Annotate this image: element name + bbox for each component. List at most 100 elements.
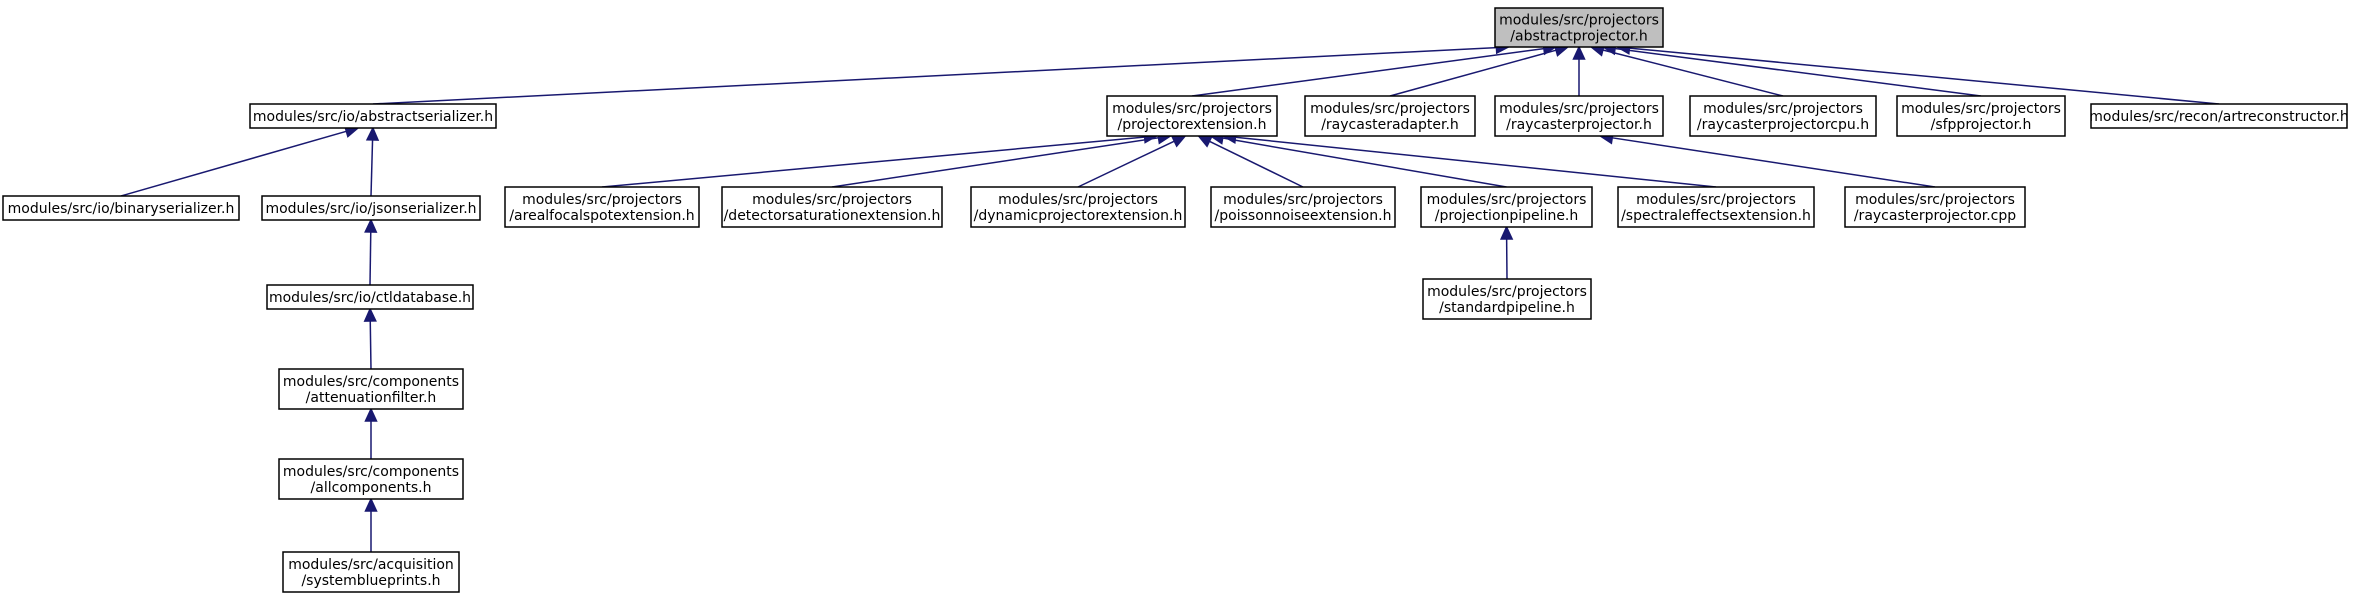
node-box [1494,95,1664,137]
arrowhead-icon [364,407,378,422]
edge-ctldatabase-to-jsonserializer [364,218,378,286]
node-dynamicprojector[interactable]: modules/src/projectors/dynamicprojectore… [970,186,1186,228]
node-abstractprojector: modules/src/projectors/abstractprojector… [1494,7,1664,48]
node-label-line: modules/src/projectors [1703,101,1863,117]
edges-layer [120,40,2220,552]
node-projectorextension[interactable]: modules/src/projectors/projectorextensio… [1106,95,1278,137]
node-label-line: /spectraleffectsextension.h [1621,208,1811,224]
node-spectraleffects[interactable]: modules/src/projectors/spectraleffectsex… [1617,186,1815,228]
arrowhead-icon [364,497,378,512]
edge-dynamicprojector-to-projectorextension [1077,135,1187,188]
node-box [1844,186,2026,228]
node-box [278,458,464,500]
node-binaryserializer[interactable]: modules/src/io/binaryserializer.h [2,195,240,221]
node-box [504,186,700,228]
node-label-line: /projectionpipeline.h [1435,208,1579,224]
node-box [1420,186,1593,228]
node-projectionpipeline[interactable]: modules/src/projectors/projectionpipelin… [1420,186,1593,228]
node-systemblueprints[interactable]: modules/src/acquisition/systemblueprints… [282,551,460,593]
node-box [970,186,1186,228]
node-label-line: modules/src/recon/artreconstructor.h [2089,109,2349,125]
node-box [249,103,497,129]
edge-attenuationfilter-to-ctldatabase [363,307,377,370]
node-ctldatabase[interactable]: modules/src/io/ctldatabase.h [266,284,474,310]
node-arealfocalspot[interactable]: modules/src/projectors/arealfocalspotext… [504,186,700,228]
edge-arealfocalspot-to-projectorextension [601,130,1159,188]
node-box [1422,278,1592,320]
node-allcomponents[interactable]: modules/src/components/allcomponents.h [278,458,464,500]
node-label-line: /raycasterprojector.cpp [1854,208,2016,224]
node-box [261,195,481,221]
node-box [278,368,464,410]
node-label-line: modules/src/projectors [522,192,682,208]
node-label-line: modules/src/projectors [1112,101,1272,117]
edge-raycasterprojectorcpu-to-abstractprojector [1589,43,1784,97]
node-label-line: modules/src/io/jsonserializer.h [265,201,476,217]
node-box [2090,103,2348,129]
node-label-line: /poissonnoiseextension.h [1215,208,1392,224]
node-detectorsaturation[interactable]: modules/src/projectors/detectorsaturatio… [721,186,943,228]
edge-raycasteradapter-to-abstractprojector [1389,43,1570,97]
node-box [282,551,460,593]
node-attenuationfilter[interactable]: modules/src/components/attenuationfilter… [278,368,464,410]
node-label-line: /standardpipeline.h [1439,300,1575,316]
node-abstractserializer[interactable]: modules/src/io/abstractserializer.h [249,103,497,129]
edge-jsonserializer-to-abstractserializer [365,126,380,197]
edge-binaryserializer-to-abstractserializer [120,125,360,197]
arrowhead-icon [1170,135,1187,148]
node-label-line: /dynamicprojectorextension.h [974,208,1183,224]
edge-raycasterprojector-cpp-to-raycasterprojector-h [1598,131,1936,188]
node-label-line: modules/src/projectors [1855,192,2015,208]
node-label-line: /allcomponents.h [311,480,432,496]
edge-detectorsaturation-to-projectorextension [831,131,1173,188]
node-raycasterprojector-cpp[interactable]: modules/src/projectors/raycasterprojecto… [1844,186,2026,228]
node-box [2,195,240,221]
arrowhead-icon [1499,225,1514,240]
node-label-line: modules/src/components [283,464,459,480]
node-raycasteradapter[interactable]: modules/src/projectors/raycasteradapter.… [1304,95,1476,137]
node-box [721,186,943,228]
node-box [1896,95,2066,137]
node-box [1617,186,1815,228]
node-standardpipeline[interactable]: modules/src/projectors/standardpipeline.… [1422,278,1592,320]
node-raycasterprojectorcpu[interactable]: modules/src/projectors/raycasterprojecto… [1689,95,1877,137]
node-label-line: /detectorsaturationextension.h [724,208,941,224]
node-label-line: /abstractprojector.h [1510,29,1647,45]
node-label-line: /arealfocalspotextension.h [509,208,694,224]
node-box [1494,7,1664,48]
node-label-line: /raycasteradapter.h [1321,117,1459,133]
edge-allcomponents-to-attenuationfilter [364,407,378,459]
nodes-layer: modules/src/projectors/abstractprojector… [2,7,2349,593]
node-label-line: modules/src/projectors [1499,13,1659,29]
edge-systemblueprints-to-allcomponents [364,497,378,552]
node-label-line: modules/src/projectors [998,192,1158,208]
node-label-line: modules/src/projectors [752,192,912,208]
arrowhead-icon [363,307,377,322]
node-label-line: /systemblueprints.h [301,573,440,589]
node-box [1304,95,1476,137]
node-raycasterprojector-h[interactable]: modules/src/projectors/raycasterprojecto… [1494,95,1664,137]
node-label-line: /sfpprojector.h [1931,117,2032,133]
node-label-line: modules/src/projectors [1427,284,1587,300]
node-label-line: modules/src/io/abstractserializer.h [253,109,493,125]
node-box [1210,186,1396,228]
edge-standardpipeline-to-projectionpipeline [1499,225,1514,280]
node-label-line: /projectorextension.h [1118,117,1267,133]
arrowhead-icon [365,126,380,141]
edge-spectraleffects-to-projectorextension [1221,130,1717,188]
node-poissonnoise[interactable]: modules/src/projectors/poissonnoiseexten… [1210,186,1396,228]
node-sfpprojector[interactable]: modules/src/projectors/sfpprojector.h [1896,95,2066,137]
node-box [1689,95,1877,137]
edge-abstractserializer-to-abstractprojector [372,40,1511,105]
node-box [266,284,474,310]
node-label-line: modules/src/projectors [1427,192,1587,208]
node-label-line: /raycasterprojector.h [1506,117,1652,133]
node-label-line: modules/src/io/ctldatabase.h [269,290,471,306]
arrowhead-icon [1197,135,1214,148]
node-label-line: modules/src/projectors [1310,101,1470,117]
node-jsonserializer[interactable]: modules/src/io/jsonserializer.h [261,195,481,221]
node-box [1106,95,1278,137]
node-label-line: /attenuationfilter.h [306,390,437,406]
node-artreconstructor[interactable]: modules/src/recon/artreconstructor.h [2089,103,2349,129]
